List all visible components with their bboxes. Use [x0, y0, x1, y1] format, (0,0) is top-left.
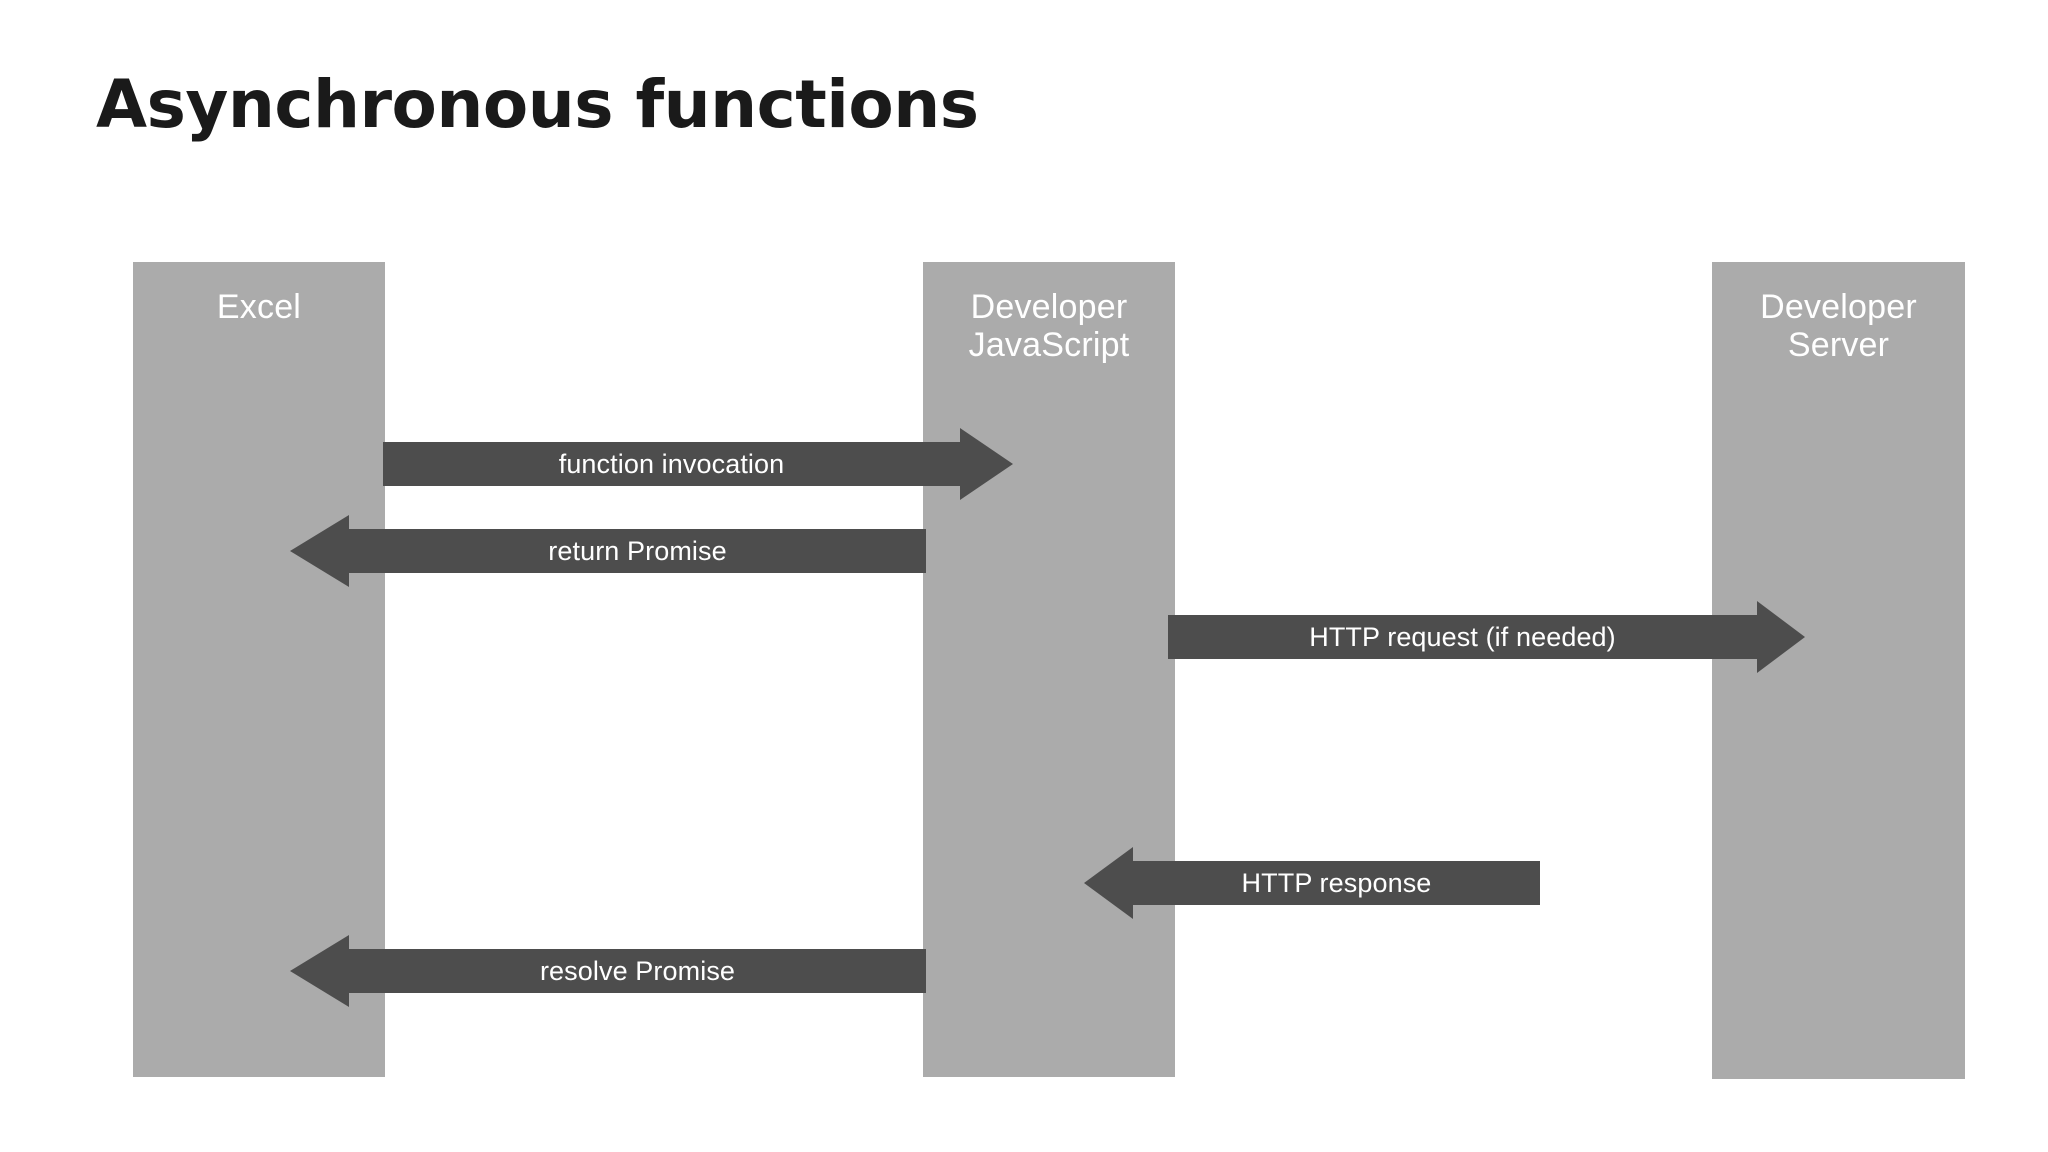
arrow-left-shape [290, 935, 926, 1007]
message-arrow-return-promise: return Promise [290, 515, 926, 587]
message-arrow-http-request: HTTP request (if needed) [1168, 601, 1805, 673]
message-arrow-function-invocation: function invocation [383, 428, 1013, 500]
lane-developer-server-label: Developer Server [1760, 288, 1917, 365]
lane-developer-javascript: Developer JavaScript [923, 262, 1175, 1077]
arrow-right-shape [383, 428, 1013, 500]
lane-excel: Excel [133, 262, 385, 1077]
message-arrow-http-response: HTTP response [1084, 847, 1540, 919]
arrow-right-shape [1168, 601, 1805, 673]
arrow-left-shape [1084, 847, 1540, 919]
lane-developer-server: Developer Server [1712, 262, 1965, 1079]
lane-excel-label: Excel [216, 288, 302, 326]
arrow-left-shape [290, 515, 926, 587]
message-arrow-resolve-promise: resolve Promise [290, 935, 926, 1007]
page-title: Asynchronous functions [96, 66, 979, 143]
lane-developer-javascript-label: Developer JavaScript [968, 288, 1130, 365]
